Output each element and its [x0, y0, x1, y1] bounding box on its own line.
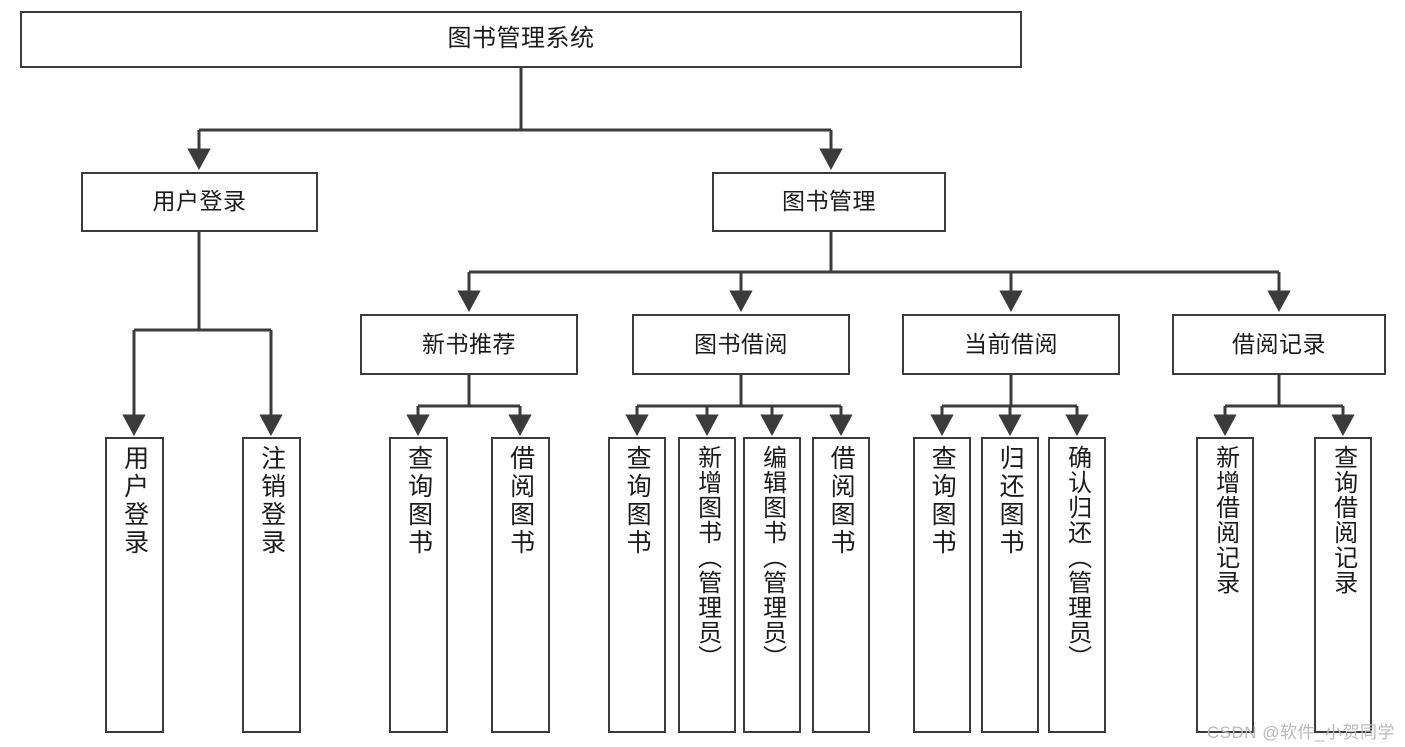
node-current-borrow[interactable]: 当前借阅 [902, 314, 1120, 375]
leaf-query-record[interactable]: 查询借阅记录 [1314, 437, 1372, 733]
node-label: 当前借阅 [964, 330, 1058, 357]
node-label: 查询图书 [623, 445, 652, 557]
leaf-edit-book[interactable]: 编辑图书（管理员） [743, 437, 801, 733]
leaf-confirm-return[interactable]: 确认归还（管理员） [1048, 437, 1106, 733]
leaf-query-book-2[interactable]: 查询图书 [608, 437, 666, 733]
leaf-logout[interactable]: 注销登录 [242, 437, 301, 733]
leaf-query-book-1[interactable]: 查询图书 [389, 437, 448, 733]
node-label: 借阅图书 [827, 445, 856, 557]
node-new-book-recommend[interactable]: 新书推荐 [360, 314, 578, 375]
node-label: 图书管理系统 [447, 25, 595, 53]
node-label: 查询图书 [928, 445, 957, 557]
leaf-borrow-book-1[interactable]: 借阅图书 [491, 437, 550, 733]
node-label: 借阅记录 [1232, 330, 1326, 357]
node-label: 注销登录 [257, 445, 286, 557]
node-label: 新增借阅记录 [1211, 445, 1239, 595]
node-label: 新增图书（管理员） [693, 445, 721, 670]
node-user-login[interactable]: 用户登录 [81, 172, 318, 232]
node-borrow-record[interactable]: 借阅记录 [1172, 314, 1386, 375]
node-label: 查询借阅记录 [1329, 445, 1357, 595]
leaf-borrow-book-2[interactable]: 借阅图书 [812, 437, 870, 733]
leaf-query-book-3[interactable]: 查询图书 [913, 437, 971, 733]
node-label: 图书管理 [782, 188, 876, 215]
node-label: 借阅图书 [506, 445, 535, 557]
node-book-borrow[interactable]: 图书借阅 [632, 314, 850, 375]
node-label: 确认归还（管理员） [1063, 445, 1091, 670]
node-label: 查询图书 [404, 445, 433, 557]
node-label: 用户登录 [152, 188, 247, 215]
node-label: 归还图书 [996, 445, 1025, 557]
node-book-management-system[interactable]: 图书管理系统 [20, 11, 1022, 68]
watermark-text: CSDN @软件_小贺同学 [1206, 723, 1395, 742]
leaf-return-book[interactable]: 归还图书 [981, 437, 1039, 733]
node-label: 用户登录 [120, 445, 149, 557]
leaf-add-book[interactable]: 新增图书（管理员） [678, 437, 736, 733]
node-book-management[interactable]: 图书管理 [712, 172, 946, 232]
node-label: 图书借阅 [694, 330, 788, 357]
leaf-add-record[interactable]: 新增借阅记录 [1196, 437, 1254, 733]
leaf-user-login[interactable]: 用户登录 [105, 437, 164, 733]
node-label: 编辑图书（管理员） [758, 445, 786, 670]
node-label: 新书推荐 [422, 330, 516, 357]
